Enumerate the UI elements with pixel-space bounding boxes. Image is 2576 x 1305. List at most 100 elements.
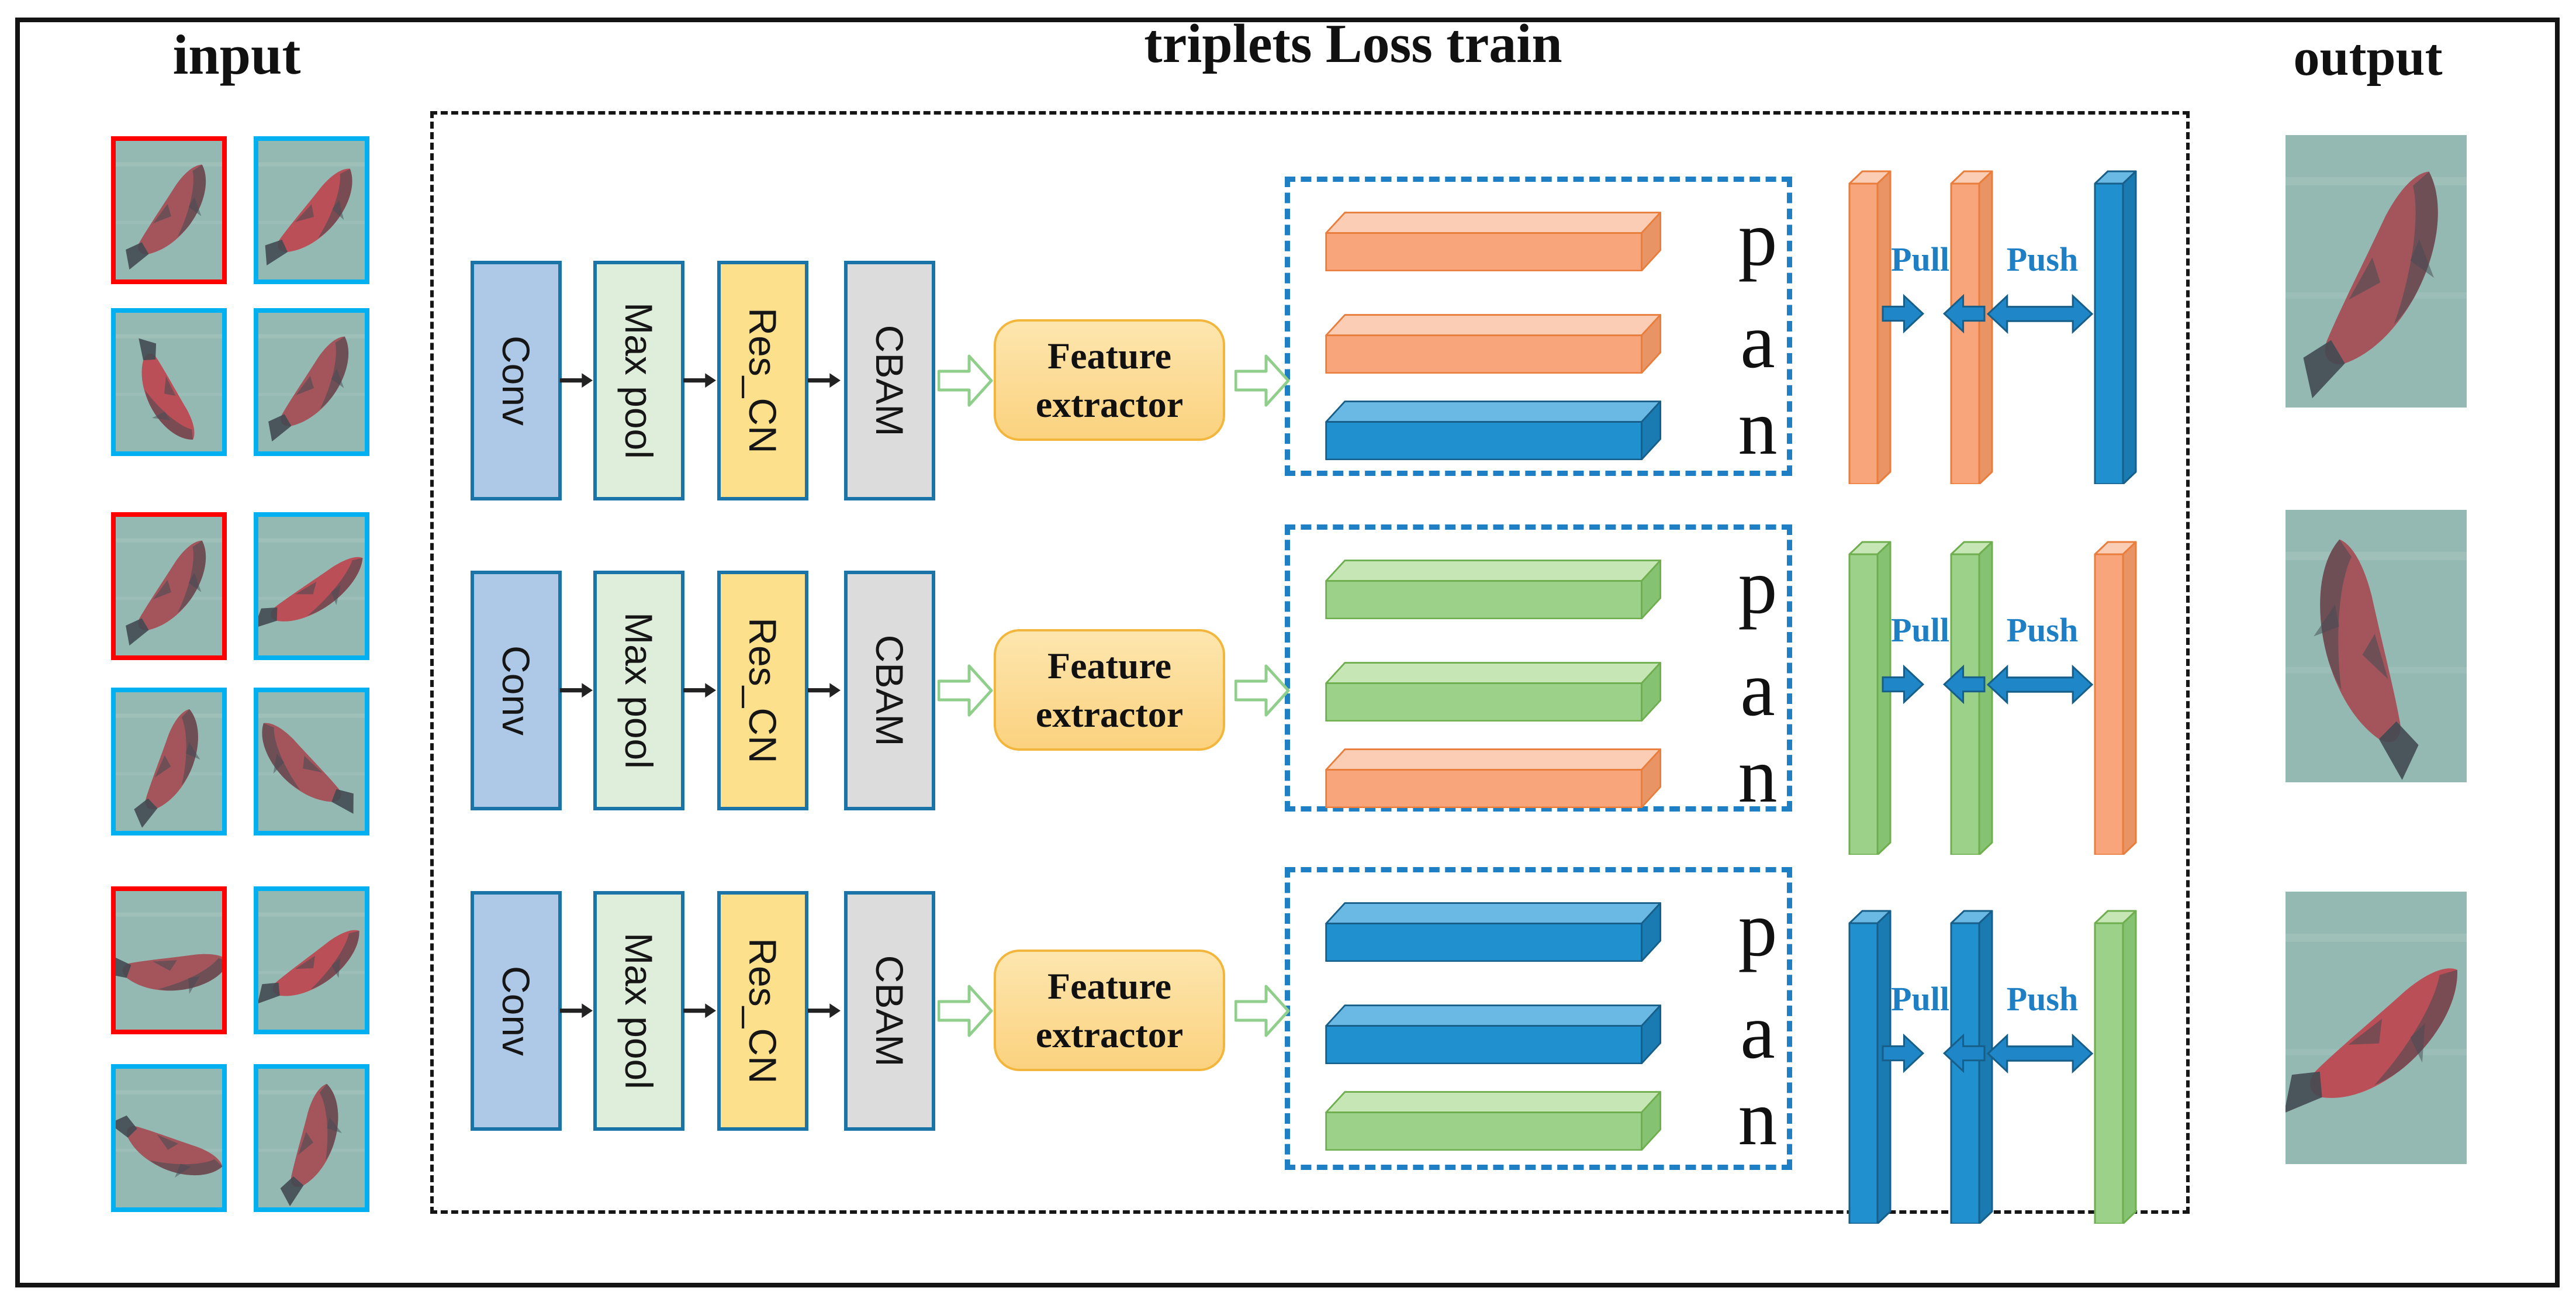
feature-column-bar (1949, 908, 1994, 1225)
input-section-title: input (172, 23, 301, 86)
input-fish-tile (254, 308, 369, 456)
maxpool-block-label: Max pool (617, 302, 661, 459)
hollow-arrow-icon (1234, 983, 1291, 1039)
feature-extractor-box: Feature extractor (994, 629, 1225, 751)
hollow-arrow-icon (1234, 662, 1291, 719)
hollow-arrow-icon (937, 353, 994, 409)
pipeline-row-1: Conv Max pool Res_CN CBAM Feature extrac… (0, 261, 2576, 506)
push-label: Push (2006, 980, 2079, 1018)
feature-column-bar (1847, 168, 1893, 485)
embedding-bar (1323, 555, 1677, 620)
positive-label: p (1738, 195, 1778, 282)
flow-arrow-icon (560, 679, 593, 702)
pipeline-row-3: Conv Max pool Res_CN CBAM Feature extrac… (0, 891, 2576, 1137)
triplet-embedding-box: p a n (1285, 867, 1792, 1170)
conv-block: Conv (471, 891, 562, 1131)
input-fish-tile (111, 688, 227, 836)
flow-arrow-icon (683, 1000, 716, 1022)
embedding-bar (1323, 744, 1677, 809)
hollow-arrow-icon (937, 983, 994, 1039)
anchor-label: a (1740, 988, 1775, 1075)
input-fish-tile (111, 512, 227, 660)
conv-block-label: Conv (495, 965, 538, 1057)
cbam-block: CBAM (844, 571, 935, 810)
maxpool-block-label: Max pool (617, 933, 661, 1089)
negative-label: n (1738, 1075, 1778, 1161)
pull-arrows-icon (1882, 1028, 1986, 1079)
maxpool-block: Max pool (593, 571, 684, 810)
feature-column-bar (1847, 908, 1893, 1225)
pull-push-group: Pull Push (1844, 168, 2195, 505)
pull-label: Pull (1891, 240, 1949, 278)
embedding-bar (1323, 658, 1677, 722)
feature-column-bar (2093, 908, 2138, 1225)
positive-label: p (1738, 886, 1778, 972)
negative-label: n (1738, 732, 1778, 819)
conv-block-label: Conv (495, 335, 538, 426)
rescn-block: Res_CN (717, 891, 808, 1131)
maxpool-block: Max pool (593, 261, 684, 500)
output-fish-image (2285, 510, 2467, 782)
conv-block: Conv (471, 261, 562, 500)
feature-column-bar (2093, 539, 2138, 856)
feature-column-bar (1847, 539, 1893, 856)
feature-column-bar (1949, 168, 1994, 485)
feature-extractor-box: Feature extractor (994, 319, 1225, 441)
input-fish-tile (254, 512, 369, 660)
rescn-block: Res_CN (717, 571, 808, 810)
anchor-label: a (1740, 298, 1775, 384)
embedding-bar (1323, 396, 1677, 461)
flow-arrow-icon (683, 679, 716, 702)
cbam-block-label: CBAM (868, 324, 911, 437)
train-section-title: triplets Loss train (1144, 13, 1562, 74)
input-fish-tile (254, 136, 369, 284)
push-label: Push (2006, 240, 2079, 278)
push-arrow-icon (1986, 660, 2094, 710)
input-fish-tile (111, 136, 227, 284)
embedding-bar (1323, 208, 1677, 272)
conv-block-label: Conv (495, 645, 538, 736)
rescn-block-label: Res_CN (741, 308, 784, 454)
cbam-block-label: CBAM (868, 634, 911, 747)
flow-arrow-icon (808, 1000, 841, 1022)
output-fish-image (2285, 892, 2467, 1164)
input-fish-tile (111, 308, 227, 456)
hollow-arrow-icon (937, 662, 994, 719)
anchor-label: a (1740, 645, 1775, 732)
flow-arrow-icon (560, 1000, 593, 1022)
feature-column-bar (1949, 539, 1994, 856)
outer-frame (15, 18, 2560, 1287)
pull-push-group: Pull Push (1844, 539, 2195, 875)
feature-extractor-box: Feature extractor (994, 950, 1225, 1071)
flow-arrow-icon (560, 370, 593, 392)
flow-arrow-icon (808, 679, 841, 702)
embedding-bar (1323, 898, 1677, 962)
push-label: Push (2006, 611, 2079, 649)
positive-label: p (1738, 543, 1778, 630)
pull-arrows-icon (1882, 660, 1986, 710)
hollow-arrow-icon (1234, 353, 1291, 409)
cbam-block: CBAM (844, 261, 935, 500)
pull-label: Pull (1891, 611, 1949, 649)
input-fish-tile (111, 886, 227, 1034)
rescn-block-label: Res_CN (741, 617, 784, 764)
maxpool-block: Max pool (593, 891, 684, 1131)
pull-arrows-icon (1882, 289, 1986, 339)
triplet-embedding-box: p a n (1285, 177, 1792, 476)
input-fish-tile (254, 688, 369, 836)
pull-label: Pull (1891, 980, 1949, 1018)
input-fish-tile (254, 886, 369, 1034)
cbam-block-label: CBAM (868, 955, 911, 1067)
pipeline-row-2: Conv Max pool Res_CN CBAM Feature extrac… (0, 571, 2576, 816)
feature-column-bar (2093, 168, 2138, 485)
input-fish-tile (111, 1064, 227, 1212)
input-fish-tile (254, 1064, 369, 1212)
maxpool-block-label: Max pool (617, 612, 661, 769)
push-arrow-icon (1986, 1028, 2094, 1079)
negative-label: n (1738, 384, 1778, 471)
rescn-block-label: Res_CN (741, 938, 784, 1084)
embedding-bar (1323, 1087, 1677, 1151)
triplet-embedding-box: p a n (1285, 524, 1792, 814)
rescn-block: Res_CN (717, 261, 808, 500)
